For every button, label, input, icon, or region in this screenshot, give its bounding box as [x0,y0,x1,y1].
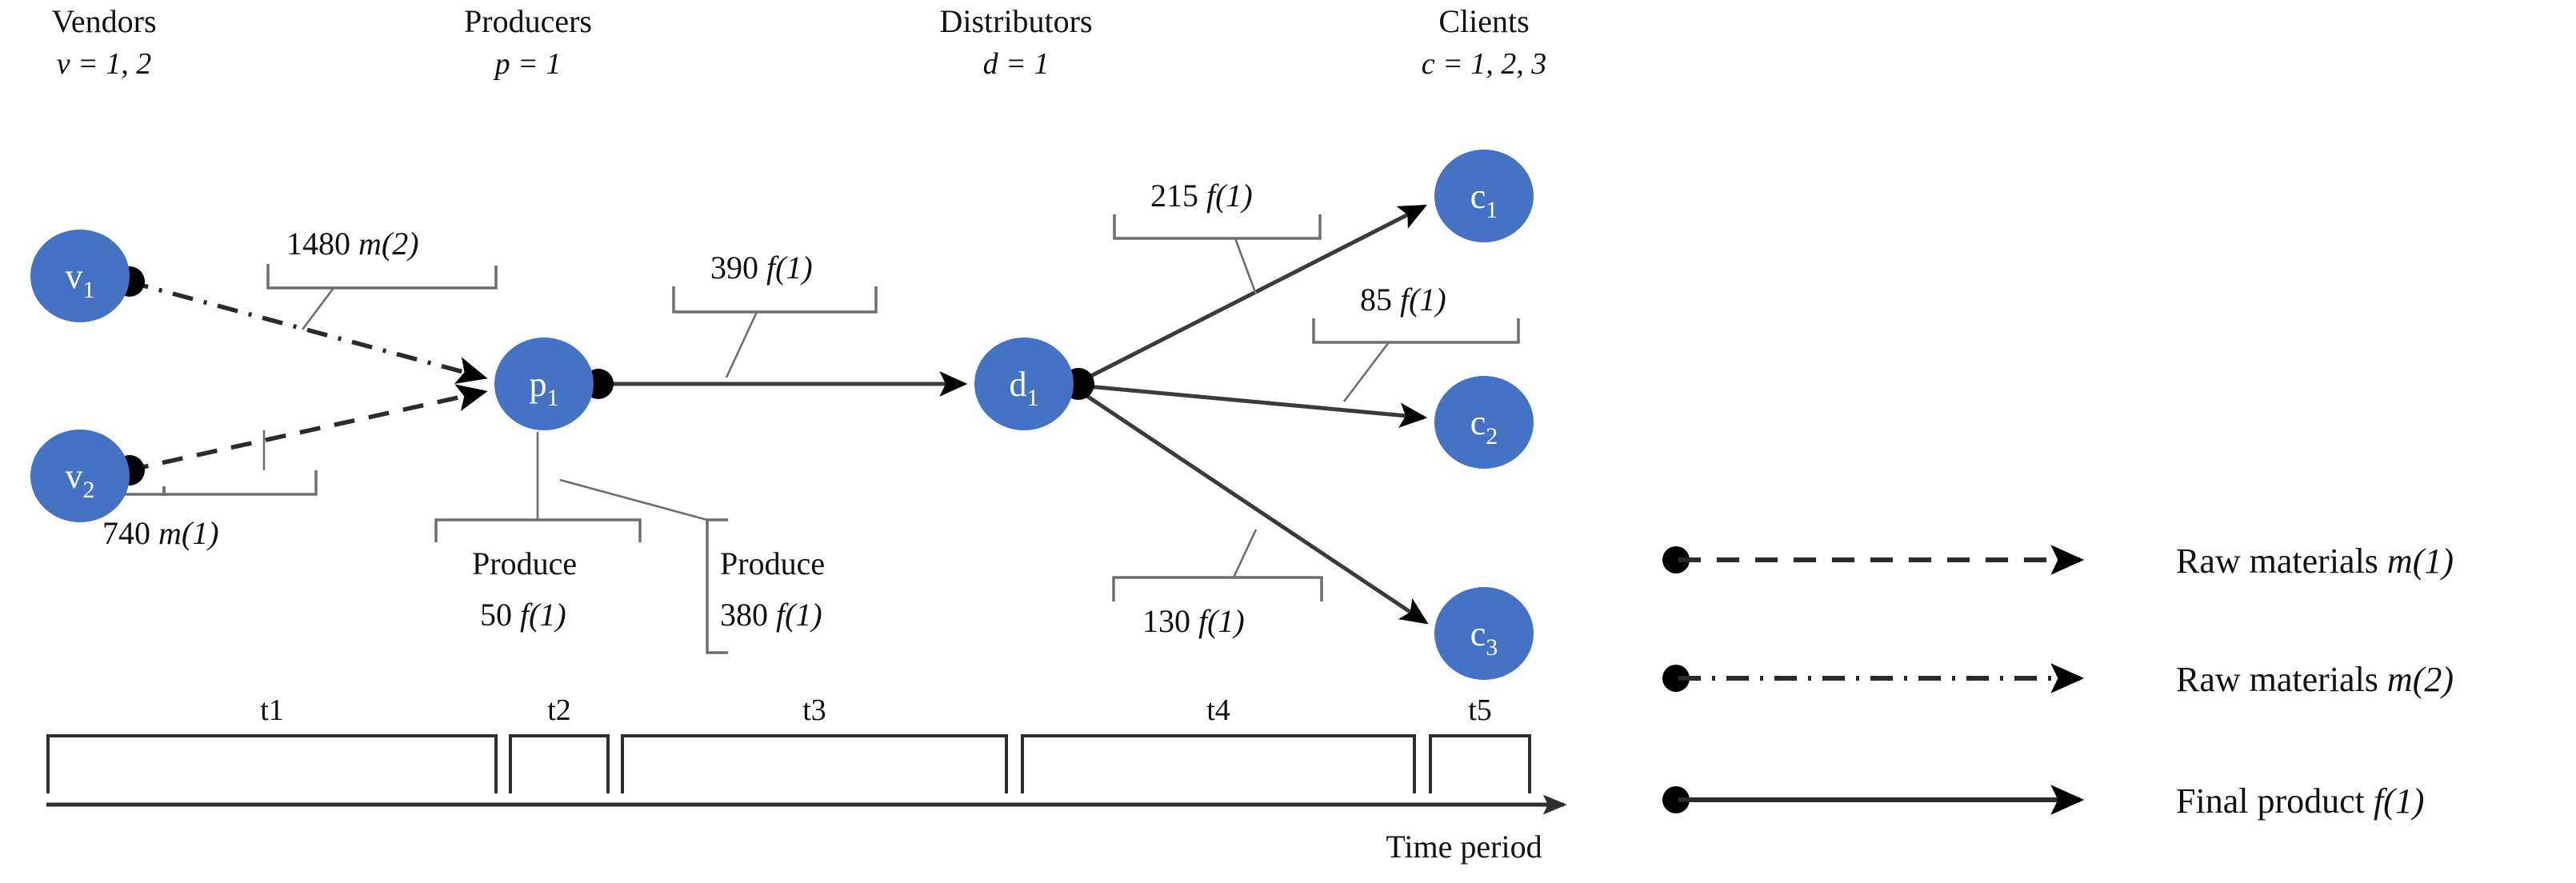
column-header-clients: Clients c = 1, 2, 3 [1422,3,1547,81]
node-c2-label: c2 [1470,403,1498,449]
node-c1[interactable]: c1 [1434,150,1534,242]
edge-d1-to-c2 [1078,383,1428,428]
bracket-produce-380 [706,518,728,654]
legend-dot-final [1662,786,1690,813]
node-c3[interactable]: c3 [1434,587,1534,680]
node-v2[interactable]: v2 [30,430,130,522]
annotation-p1-d1: 390 f(1) [672,250,878,378]
bracket-85 [1312,318,1520,344]
timeline: t1 t2 t3 t4 t5 Time period [46,693,1567,865]
edge-v1-to-p1 [127,279,488,384]
leader-1480 [301,287,335,330]
legend-label-raw-m1: Raw materials m(1) [2176,541,2454,581]
node-c3-label: c3 [1470,614,1498,661]
node-v1-shape[interactable] [30,230,130,322]
node-d1-shape[interactable] [974,338,1074,430]
timeline-caption: Time period [1386,829,1542,865]
column-title-producers: Producers [464,3,592,39]
flow-label-85: 85 f(1) [1360,282,1446,318]
produce-50-line1: Produce [472,545,577,581]
edge-d1-to-c3 [1077,388,1429,625]
legend-dot-raw-m1 [1662,546,1690,573]
bracket-1480 [266,264,498,290]
flow-annotations-layer: 1480 m(2) 740 m(1) 390 f(1) 215 f(1) [78,178,1520,654]
node-p1-shape[interactable] [494,338,594,430]
annotation-produce-380: Produce 380 f(1) [559,478,825,654]
node-c1-shape[interactable] [1434,150,1534,242]
annotation-v1-p1: 1480 m(2) [266,226,498,330]
node-c3-shape[interactable] [1434,587,1534,680]
node-c2[interactable]: c2 [1434,376,1534,469]
node-c1-label: c1 [1470,177,1498,223]
legend-dot-raw-m2 [1662,665,1690,692]
leader-produce-380 [559,478,708,521]
column-title-distributors: Distributors [939,3,1092,39]
timeline-label-t4: t4 [1206,693,1230,727]
produce-380-line2: 380 f(1) [720,597,822,633]
legend-item-raw-m2: Raw materials m(2) [1662,660,2454,699]
timeline-label-t5: t5 [1468,693,1492,727]
node-p1[interactable]: p1 [494,338,594,430]
timeline-bracket-t2 [509,734,610,793]
node-v2-label: v2 [66,457,95,503]
column-index-producers: p = 1 [493,47,562,81]
bracket-390 [672,286,878,314]
column-header-vendors: Vendors v = 1, 2 [51,3,156,81]
legend-item-final: Final product f(1) [1662,781,2424,821]
node-p1-label: p1 [530,365,559,411]
legend: Raw materials m(1) Raw materials m(2) Fi… [1662,541,2454,821]
edge-v2-to-p1 [127,384,488,473]
flow-label-215: 215 f(1) [1150,178,1253,214]
annotation-produce-50: Produce 50 f(1) [434,432,642,633]
column-header-distributors: Distributors d = 1 [939,3,1092,81]
column-header-producers: Producers p = 1 [464,3,592,81]
timeline-label-t3: t3 [802,693,826,727]
timeline-bracket-t5 [1429,734,1531,793]
annotation-d1-c3: 130 f(1) [1112,529,1323,639]
node-v2-shape[interactable] [30,430,130,522]
produce-380-line1: Produce [720,545,825,581]
edge-d1-to-c1 [1077,204,1427,385]
leader-215 [1234,238,1258,295]
flow-label-1480: 1480 m(2) [286,226,419,262]
bracket-215 [1113,214,1322,240]
timeline-bracket-t1 [46,734,498,793]
node-v1-label: v1 [66,257,95,303]
node-d1-label: d1 [1010,365,1039,411]
legend-item-raw-m1: Raw materials m(1) [1662,541,2454,581]
legend-label-final: Final product f(1) [2176,781,2424,821]
bracket-130 [1112,576,1323,601]
column-title-vendors: Vendors [51,3,156,39]
column-index-clients: c = 1, 2, 3 [1422,47,1547,81]
nodes-layer: v1 v2 p1 d1 c1 c2 [30,150,1534,680]
node-d1[interactable]: d1 [974,338,1074,430]
column-headers: Vendors v = 1, 2 Producers p = 1 Distrib… [51,3,1546,81]
leader-85 [1342,342,1390,402]
node-c2-shape[interactable] [1434,376,1534,469]
column-index-vendors: v = 1, 2 [57,47,152,81]
legend-label-raw-m2: Raw materials m(2) [2176,660,2454,699]
timeline-bracket-t3 [621,734,1008,793]
timeline-label-t1: t1 [260,693,284,727]
produce-50-line2: 50 f(1) [480,597,566,633]
column-title-clients: Clients [1438,3,1529,39]
timeline-label-t2: t2 [547,693,571,727]
flow-label-740: 740 m(1) [102,515,219,551]
column-index-distributors: d = 1 [983,47,1050,81]
leader-390 [725,311,758,378]
timeline-bracket-t4 [1021,734,1416,793]
flow-label-390: 390 f(1) [710,250,813,286]
annotation-d1-c1: 215 f(1) [1113,178,1322,295]
annotation-d1-c2: 85 f(1) [1312,282,1520,402]
leader-130 [1232,529,1258,578]
node-v1[interactable]: v1 [30,230,130,322]
bracket-produce-50 [434,518,642,542]
flow-label-130: 130 f(1) [1142,603,1245,639]
